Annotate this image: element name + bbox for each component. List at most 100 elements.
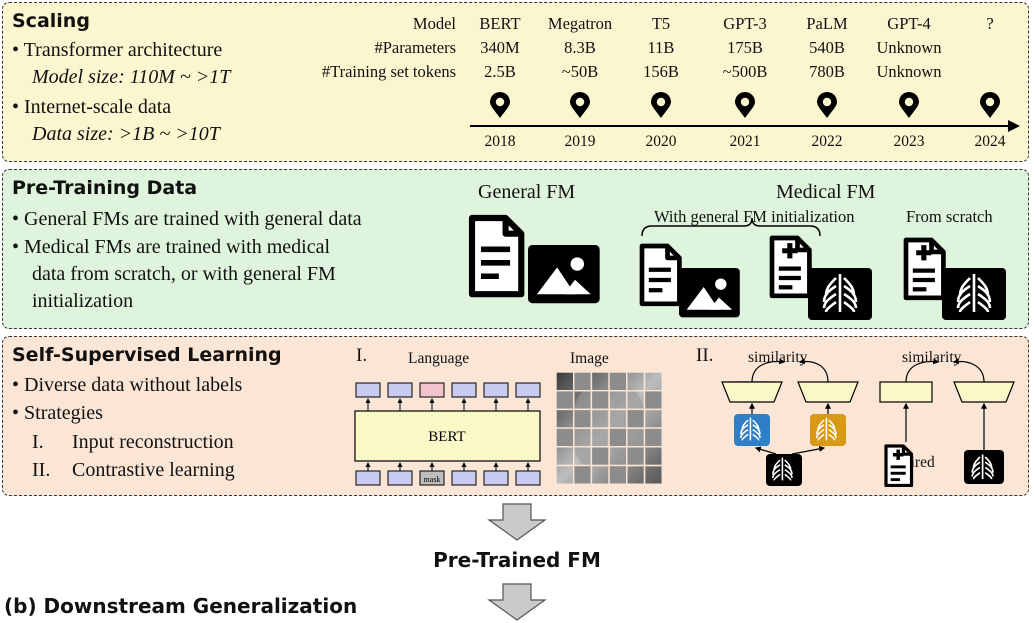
input-token bbox=[387, 470, 413, 486]
model-tokens: ~500B bbox=[722, 62, 768, 81]
location-pin-icon bbox=[980, 92, 1000, 118]
scaling-title: Scaling bbox=[12, 10, 90, 32]
scaling-bullet-1-text: Transformer architecture bbox=[23, 39, 223, 61]
model-tokens: ~50B bbox=[561, 62, 599, 81]
language-label: Language bbox=[408, 350, 470, 367]
augmented-xray-blue bbox=[734, 414, 770, 446]
token-row: mask bbox=[355, 382, 541, 486]
row-label-tokens: #Training set tokens bbox=[321, 62, 456, 81]
encoder-left-b bbox=[797, 381, 859, 403]
location-pin-icon bbox=[651, 92, 671, 118]
model-params: 175B bbox=[727, 38, 763, 57]
ssl-bullet-1-text: Diverse data without labels bbox=[24, 374, 243, 396]
model-params: Unknown bbox=[876, 38, 942, 57]
output-token bbox=[483, 382, 509, 398]
model-size-text: Model size: 110M ~ >1T bbox=[32, 66, 231, 88]
text-encoder-box bbox=[879, 381, 933, 403]
timeline-arrowhead bbox=[1008, 120, 1020, 132]
data-bullet-2-line2: data from scratch, or with general FM bbox=[32, 263, 336, 285]
pretraining-data-title: Pre-Training Data bbox=[12, 177, 198, 199]
model-name: T5 bbox=[651, 14, 671, 33]
from-scratch-label: From scratch bbox=[906, 207, 993, 226]
encoder-left-a bbox=[721, 381, 783, 403]
location-pin-icon bbox=[899, 92, 919, 118]
image-encoder-box bbox=[953, 381, 1015, 403]
mask-token-label: mask bbox=[424, 475, 441, 484]
model-tokens: 2.5B bbox=[484, 62, 516, 81]
ssl-title: Self-Supervised Learning bbox=[12, 344, 282, 366]
timeline-year: 2023 bbox=[893, 133, 925, 150]
timeline-year: 2022 bbox=[811, 133, 843, 150]
model-name: GPT-3 bbox=[723, 14, 767, 33]
location-pin-icon bbox=[490, 92, 510, 118]
ssl-bullet-1: • Diverse data without labels bbox=[12, 374, 243, 396]
model-name: Megatron bbox=[547, 14, 613, 33]
row-label-model: Model bbox=[412, 14, 456, 33]
data-bullet-1-text: General FMs are trained with general dat… bbox=[24, 208, 362, 230]
data-bullet-2-text: Medical FMs are trained with medical bbox=[24, 236, 331, 258]
model-name: BERT bbox=[479, 14, 521, 33]
init-xray-icon bbox=[808, 268, 872, 320]
timeline-year: 2020 bbox=[645, 133, 677, 150]
bert-encoder-box bbox=[354, 410, 541, 462]
medical-fm-label: Medical FM bbox=[776, 181, 876, 203]
image-label: Image bbox=[570, 350, 609, 367]
model-name: PaLM bbox=[806, 14, 848, 33]
similarity-right-label: similarity bbox=[902, 349, 962, 366]
timeline-year: 2018 bbox=[484, 133, 516, 150]
input-token bbox=[355, 470, 381, 486]
strategy-2-num: II. bbox=[32, 459, 51, 481]
part2-num: II. bbox=[696, 345, 714, 366]
row-label-params: #Parameters bbox=[374, 38, 456, 57]
down-arrow-2 bbox=[487, 583, 547, 621]
paired-report-icon bbox=[884, 444, 914, 488]
scaling-bullet-2: • Internet-scale data bbox=[12, 96, 172, 118]
output-token bbox=[515, 382, 541, 398]
paired-xray-icon bbox=[964, 450, 1004, 484]
model-params: 11B bbox=[647, 38, 675, 57]
model-params: 8.3B bbox=[564, 38, 596, 57]
ssl-bullet-2: • Strategies bbox=[12, 402, 103, 424]
source-xray-icon bbox=[766, 454, 802, 486]
timeline-year: 2019 bbox=[564, 133, 596, 150]
similarity-left-label: similarity bbox=[748, 349, 808, 366]
input-token bbox=[483, 470, 509, 486]
model-tokens: 780B bbox=[809, 62, 845, 81]
output-token bbox=[355, 382, 381, 398]
output-token bbox=[451, 382, 477, 398]
model-tokens: Unknown bbox=[876, 62, 942, 81]
scaling-bullet-1: • Transformer architecture bbox=[12, 39, 223, 61]
with-init-label: With general FM initialization bbox=[654, 207, 855, 226]
input-token bbox=[515, 470, 541, 486]
data-size-text: Data size: >1B ~ >10T bbox=[32, 123, 220, 145]
scaling-bullet-2-text: Internet-scale data bbox=[24, 96, 172, 118]
model-name: ? bbox=[986, 14, 994, 33]
predicted-token bbox=[419, 382, 445, 398]
data-bullet-2: • Medical FMs are trained with medical bbox=[12, 236, 331, 258]
data-bullet-2-line3: initialization bbox=[32, 290, 134, 312]
model-name: GPT-4 bbox=[887, 14, 931, 33]
down-arrow-1 bbox=[487, 503, 547, 541]
output-token bbox=[387, 382, 413, 398]
strategy-2-text: Contrastive learning bbox=[72, 459, 235, 481]
part1-num: I. bbox=[356, 345, 368, 366]
scratch-xray-icon bbox=[942, 268, 1006, 320]
timeline-year: 2021 bbox=[729, 133, 761, 150]
scaling-panel bbox=[2, 2, 1029, 162]
general-fm-label: General FM bbox=[478, 181, 576, 203]
contrastive-paired-branch bbox=[879, 358, 1015, 488]
bert-label: BERT bbox=[428, 429, 465, 445]
init-brace bbox=[641, 217, 821, 237]
strategy-1-num: I. bbox=[32, 431, 44, 453]
location-pin-icon bbox=[817, 92, 837, 118]
masked-xray-image bbox=[555, 371, 663, 485]
strategy-1-text: Input reconstruction bbox=[72, 431, 234, 453]
location-pin-icon bbox=[735, 92, 755, 118]
location-pin-icon bbox=[570, 92, 590, 118]
augmented-xray-orange bbox=[810, 414, 846, 446]
ssl-bullet-2-text: Strategies bbox=[24, 402, 103, 424]
contrastive-image-branch bbox=[721, 358, 859, 486]
